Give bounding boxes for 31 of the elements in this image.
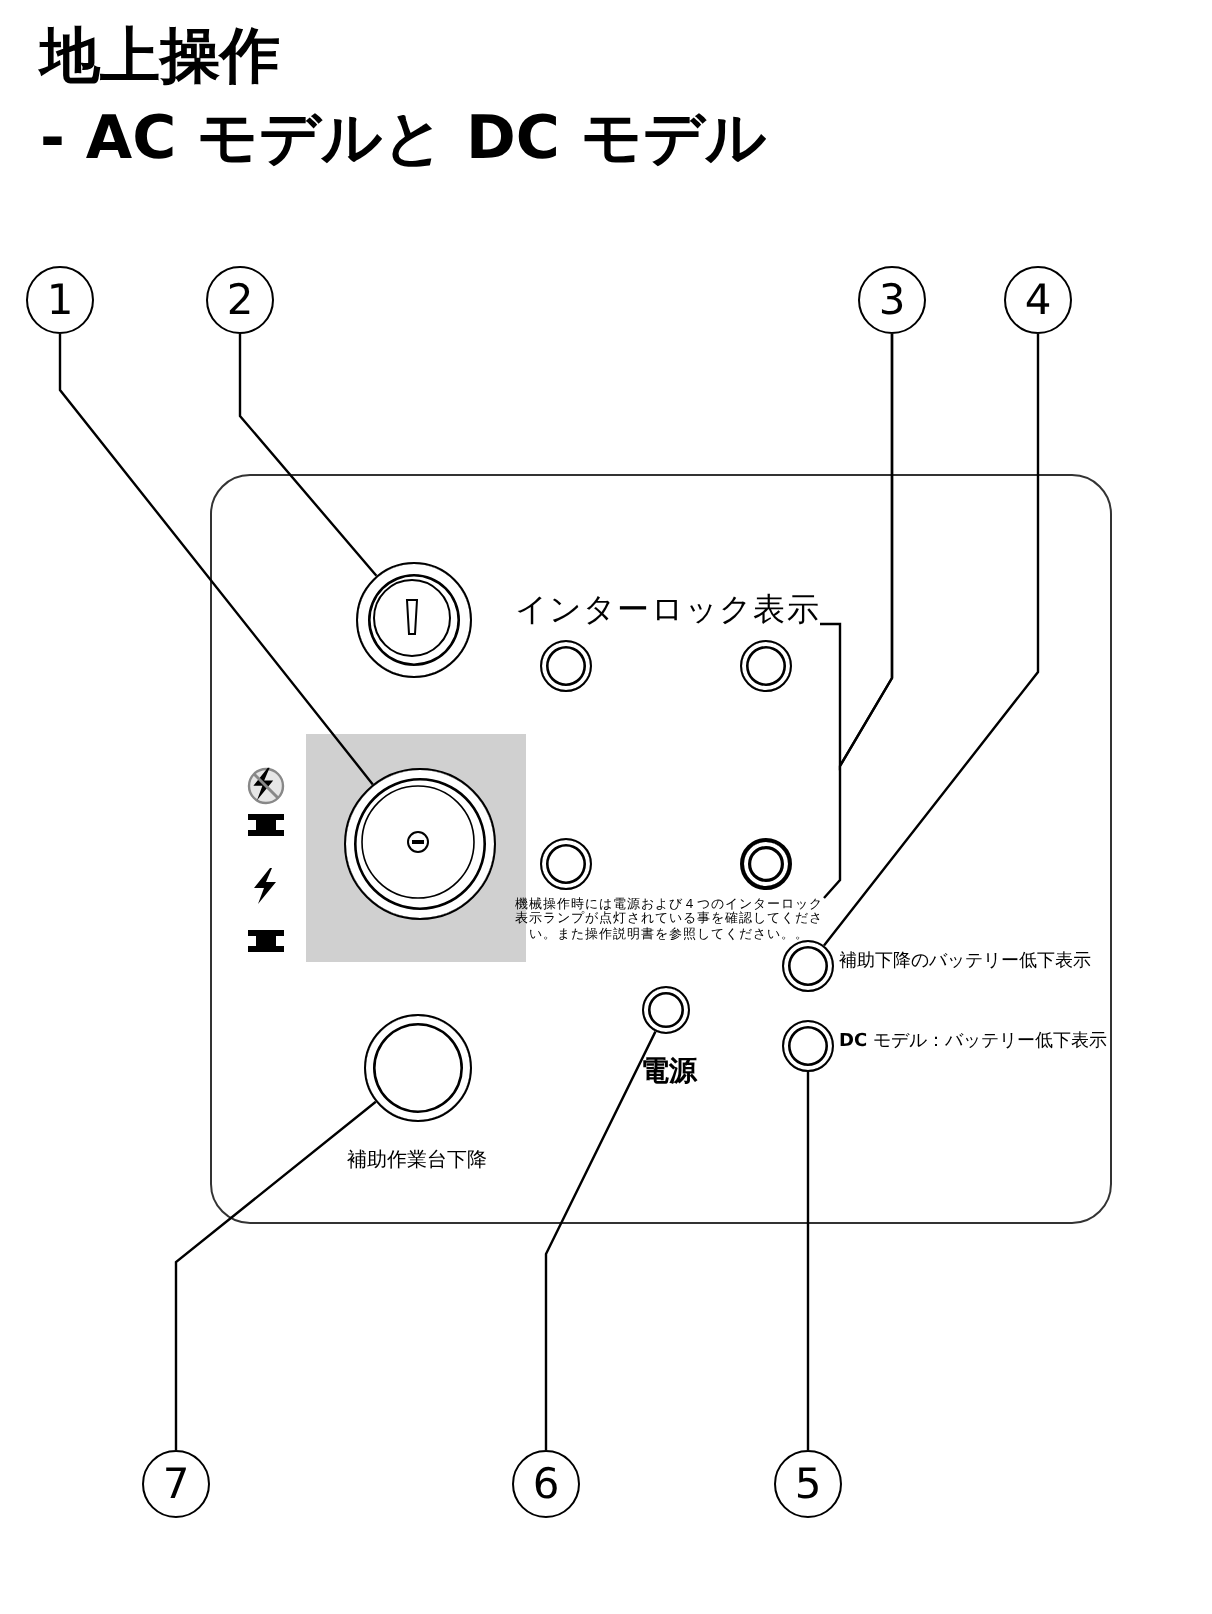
callout-number: 2 xyxy=(206,266,274,334)
callout-number: 4 xyxy=(1004,266,1072,334)
panel-label: インターロック表示 xyxy=(515,591,819,627)
callout-number: 3 xyxy=(858,266,926,334)
indicator-lamp xyxy=(641,985,689,1033)
subtitle: - AC モデルと DC モデル xyxy=(40,104,769,176)
leader-line xyxy=(823,334,1040,947)
title: 地上操作 xyxy=(40,20,280,96)
lamp-label: 補助下降のバッテリー低下表示 xyxy=(839,951,1093,973)
leader-line xyxy=(174,1100,377,1450)
indicator-lamp xyxy=(539,639,591,691)
indicator-lamp xyxy=(539,837,591,889)
callout-number: 1 xyxy=(26,266,94,334)
leader-line xyxy=(823,334,894,899)
leader-line xyxy=(806,1072,810,1450)
leader-line xyxy=(58,334,374,786)
control-panel xyxy=(210,474,1112,1224)
push-button xyxy=(363,1013,471,1121)
key-switch xyxy=(355,561,471,677)
leader-line xyxy=(238,334,378,577)
callout-number: 6 xyxy=(512,1450,580,1518)
indicator-lamp xyxy=(739,639,791,691)
lamp-label: 電源 xyxy=(639,1055,700,1089)
button-label: 補助作業台下降 xyxy=(345,1149,489,1173)
indicator-lamp xyxy=(781,1019,833,1071)
callout-number: 7 xyxy=(142,1450,210,1518)
callout-number: 5 xyxy=(774,1450,842,1518)
leader-line xyxy=(544,1031,657,1450)
indicator-lamp xyxy=(781,939,833,991)
indicator-lamp xyxy=(739,837,791,889)
lamp-label: DC モデル：バッテリー低下表示 xyxy=(839,1031,1109,1053)
